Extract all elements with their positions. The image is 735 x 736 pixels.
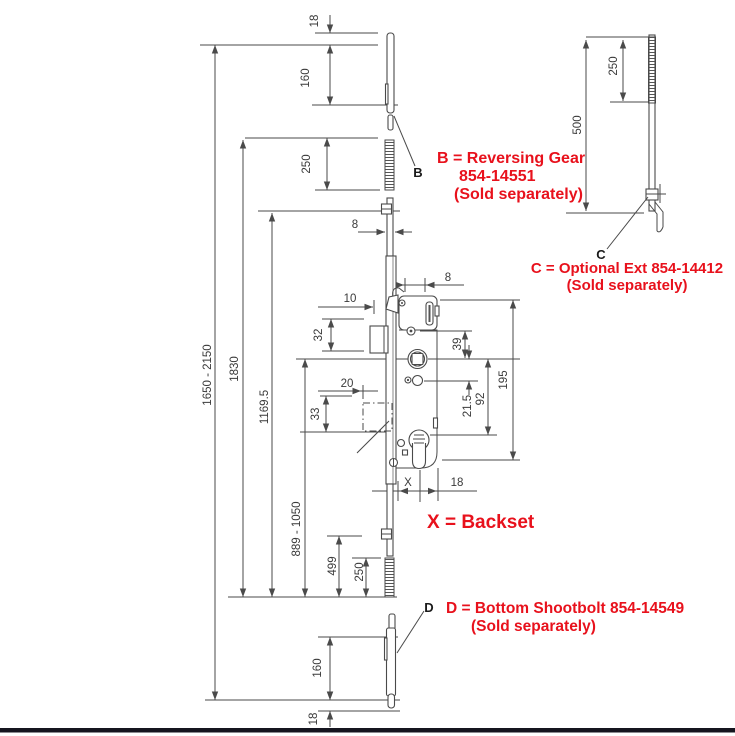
note-bottom-shootbolt-line1: D = Bottom Shootbolt 854-14549: [446, 600, 685, 617]
leader-lines: [393, 115, 649, 654]
part-label-d: D: [424, 600, 433, 615]
dimension-labels: 18 160 250 1650 - 2150 1830 1169.5 889 -…: [202, 15, 620, 726]
dim-cyl-edge-18: 18: [451, 477, 464, 489]
dim-backset-x: X: [404, 477, 412, 489]
dim-bottom-shootbolt-160: 160: [312, 658, 324, 677]
dim-lower-499: 499: [327, 556, 339, 575]
dim-spindle-cyl-92: 92: [475, 393, 487, 406]
lock-gearbox: [356, 255, 440, 485]
page-bottom-border: [0, 728, 735, 733]
dim-top-shootbolt: 160: [300, 68, 312, 87]
reversing-gear-rack: [384, 139, 395, 191]
dim-latch-spindle-39: 39: [452, 338, 464, 351]
dim-rail-1830: 1830: [229, 356, 241, 382]
dim-top-tip: 18: [309, 15, 321, 28]
drive-rod-lower: [380, 483, 394, 557]
dim-rod-width-8: 8: [352, 219, 358, 231]
top-shootbolt-part: [384, 32, 395, 131]
dim-spindle-gear-21-5: 21.5: [462, 395, 474, 417]
note-optional-ext-line2: (Sold separately): [567, 277, 688, 294]
part-label-c: C: [596, 247, 606, 262]
dim-bottom-tip-18: 18: [308, 713, 320, 726]
dim-overall-range: 1650 - 2150: [202, 344, 214, 405]
dim-mid-1169-5: 1169.5: [259, 390, 271, 424]
dim-ext-500: 500: [572, 115, 584, 134]
dim-ext-rack-250: 250: [608, 56, 620, 75]
dim-latch-10: 10: [344, 293, 357, 305]
note-reversing-gear-line1: B = Reversing Gear: [437, 150, 585, 167]
dim-case-offset-8: 8: [445, 272, 451, 284]
dimension-lines: [211, 15, 627, 727]
dim-case-195: 195: [498, 370, 510, 389]
dim-keep-32: 32: [313, 329, 325, 342]
note-backset: X = Backset: [427, 512, 535, 533]
dim-box-33: 33: [310, 408, 322, 421]
dim-handle-range: 889 - 1050: [291, 502, 303, 557]
annotations: B = Reversing Gear 854-14551 (Sold separ…: [427, 150, 723, 635]
dim-top-rack: 250: [301, 154, 313, 173]
dim-box-20: 20: [341, 378, 354, 390]
bottom-shootbolt-part: [383, 613, 397, 709]
drive-rod-upper: [380, 197, 394, 257]
note-reversing-gear-line2: 854-14551: [459, 168, 536, 185]
part-letters: B C D: [413, 165, 606, 615]
dim-lower-rack-250: 250: [354, 562, 366, 581]
note-reversing-gear-line3: (Sold separately): [454, 186, 583, 203]
part-label-b: B: [413, 165, 422, 180]
note-bottom-shootbolt-line2: (Sold separately): [471, 618, 596, 635]
note-optional-ext-line1: C = Optional Ext 854-14412: [531, 260, 723, 277]
lower-gear-rack: [384, 557, 395, 598]
optional-extension-part: [645, 34, 666, 233]
